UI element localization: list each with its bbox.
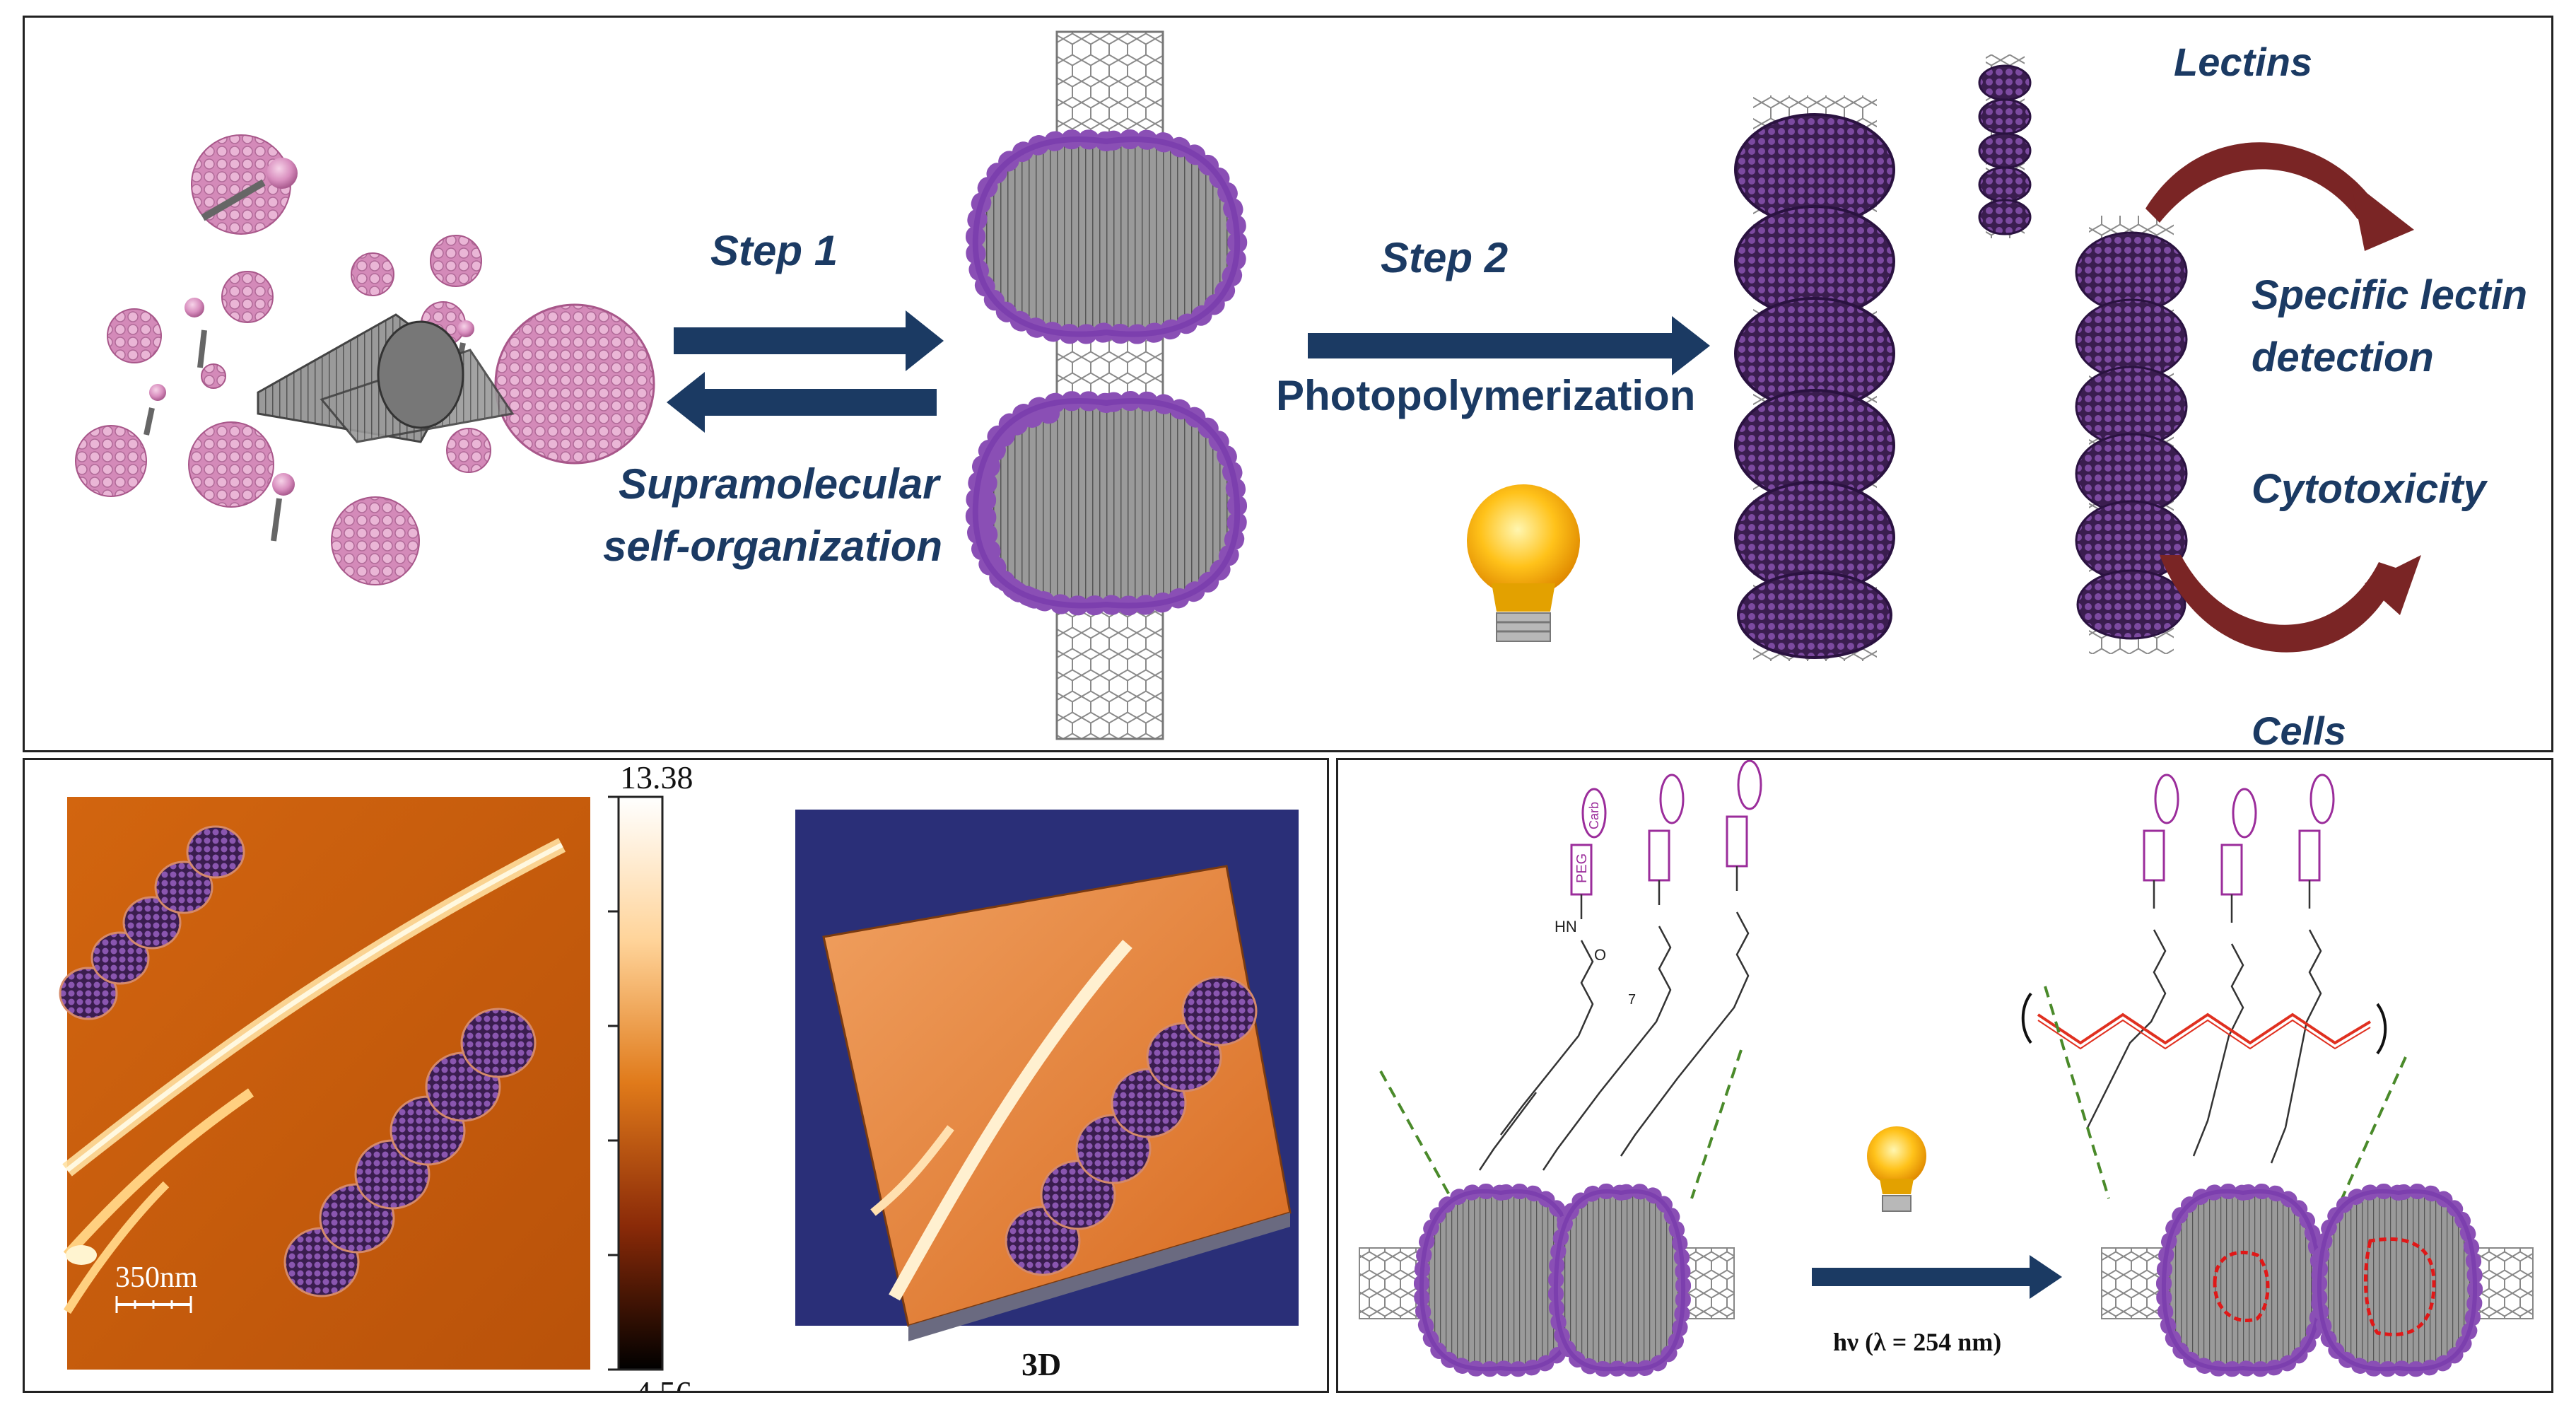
polymerized-tube-medium (2075, 216, 2188, 654)
nanotube-with-rings (965, 30, 1248, 740)
photopolymerization-label: Photopolymerization (1276, 372, 1695, 419)
top-diagram: Step 1 Supramolecular self-organization … (75, 30, 2527, 750)
scale-bar (115, 1296, 192, 1313)
nanotube-right (2101, 1183, 2534, 1377)
zoom-guide-left-a (1379, 1070, 1453, 1199)
step2-arrow (1308, 316, 1710, 375)
zoom-guide-right-b (2341, 1056, 2407, 1199)
afm-3d-image (795, 810, 1299, 1341)
specific-lectin-label: Specific lectin (2252, 272, 2527, 318)
afm-panel: 350nm 13.38 -4.56 3D (23, 758, 1329, 1393)
monomer-2 (1542, 774, 1685, 1171)
top-panel: Step 1 Supramolecular self-organization … (23, 16, 2553, 752)
nanotube-bundle (257, 313, 515, 443)
self-organization-label: self-organization (603, 523, 942, 570)
step1-arrows (667, 310, 944, 433)
carb-label: Carb (1587, 802, 1601, 829)
monomer-stack-right (2021, 774, 2387, 1164)
upper-ring (965, 129, 1248, 344)
afm-images: 350nm 13.38 -4.56 3D (59, 760, 1299, 1391)
cells-label: Cells (2252, 708, 2346, 750)
monomer-stack-left: PEG Carb HN O 7 9 (1478, 760, 1762, 1202)
polymerized-tube-large (1734, 95, 1895, 661)
detection-label: detection (2252, 334, 2434, 380)
lower-rings (965, 391, 1248, 616)
nanotube-left (1359, 1183, 1735, 1377)
lectin-curved-arrow (2145, 142, 2414, 251)
3d-label: 3D (1021, 1346, 1061, 1382)
afm-3d-tube-model (1005, 976, 1258, 1276)
chemistry-diagram: PEG Carb HN O 7 9 (1359, 760, 2534, 1377)
afm-2d-image: 350nm (59, 797, 590, 1370)
zoom-guide-left-b (1690, 1049, 1743, 1199)
zoom-guide-right-a (2044, 986, 2110, 1199)
scale-bar-label: 350nm (115, 1261, 198, 1294)
hn-label: HN (1555, 918, 1577, 935)
lectins-label: Lectins (2174, 40, 2312, 84)
step2-label: Step 2 (1381, 234, 1508, 281)
monomer-3 (1620, 760, 1762, 1157)
polymerized-tube-small (1978, 54, 2032, 238)
afm-tube-model-2 (283, 1008, 537, 1297)
height-colorbar (608, 795, 664, 1371)
colorbar-max-label: 13.38 (620, 760, 693, 795)
hv-label: hν (λ = 254 nm) (1833, 1328, 2001, 1356)
chemistry-panel: PEG Carb HN O 7 9 (1336, 758, 2553, 1393)
reaction-arrow (1812, 1255, 2062, 1299)
supramolecular-label: Supramolecular (619, 460, 942, 508)
light-bulb-icon (1867, 1126, 1926, 1212)
monomer-1: PEG Carb HN O 7 9 (1478, 788, 1636, 1202)
o-label: O (1594, 946, 1606, 964)
step1-label: Step 1 (710, 227, 838, 274)
peg-label: PEG (1574, 853, 1590, 883)
cells-curved-arrow (2160, 555, 2421, 653)
colorbar-min-label: -4.56 (624, 1375, 692, 1391)
vesicle-cluster (75, 134, 655, 585)
afm-tube-model-1 (59, 825, 245, 1020)
light-bulb-icon (1467, 484, 1580, 642)
cytotoxicity-label: Cytotoxicity (2252, 466, 2488, 512)
n7-label: 7 (1628, 992, 1636, 1008)
